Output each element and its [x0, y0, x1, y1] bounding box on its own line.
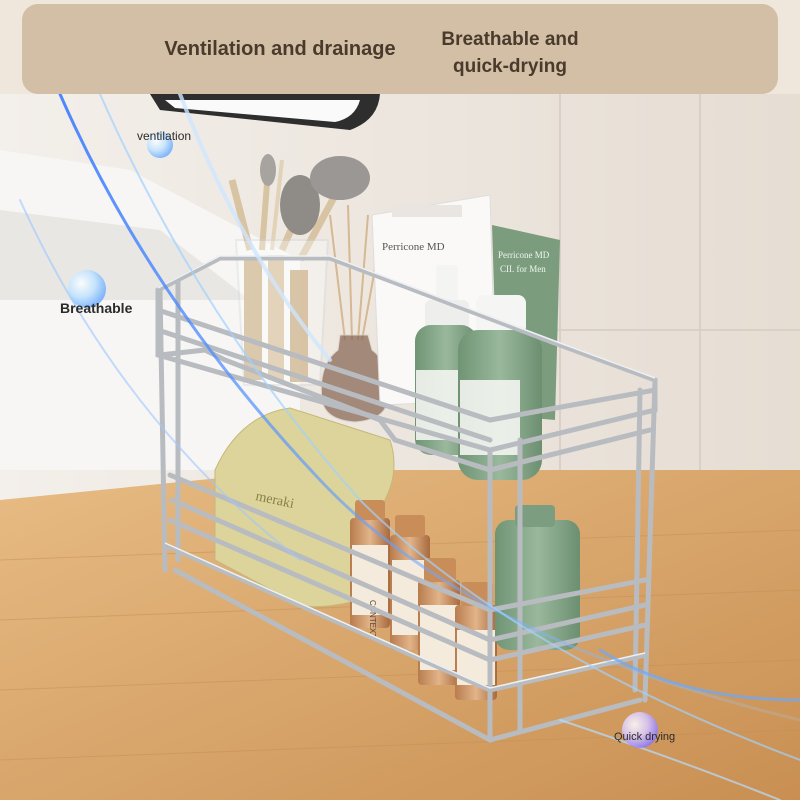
- ventilation-label: ventilation: [137, 129, 192, 143]
- top-banner: [22, 4, 778, 94]
- airflow-lines: [19, 94, 800, 800]
- banner-right-text-line2: quick-drying: [452, 56, 567, 77]
- lower-green-bottle: [495, 520, 580, 650]
- ventilation-bubble-icon: [147, 132, 173, 158]
- quick-drying-label: Quick drying: [614, 731, 676, 743]
- box-brand: Perricone MD: [382, 241, 445, 253]
- banner-left-text: Ventilation and drainage: [164, 38, 396, 60]
- quick-drying-bubble-icon: [622, 712, 658, 748]
- tube-sub: CII. for Men: [500, 264, 546, 274]
- bottle-brand: CONTEXT: [368, 600, 377, 638]
- banner-right-text-line1: Breathable and: [441, 29, 579, 50]
- tube-brand: Perricone MD: [498, 250, 550, 260]
- breathable-label: Breathable: [60, 300, 133, 316]
- product-photo: meraki CONTEXT: [0, 94, 800, 800]
- chrome-rack: [155, 255, 658, 743]
- breathable-bubble-icon: [68, 270, 106, 308]
